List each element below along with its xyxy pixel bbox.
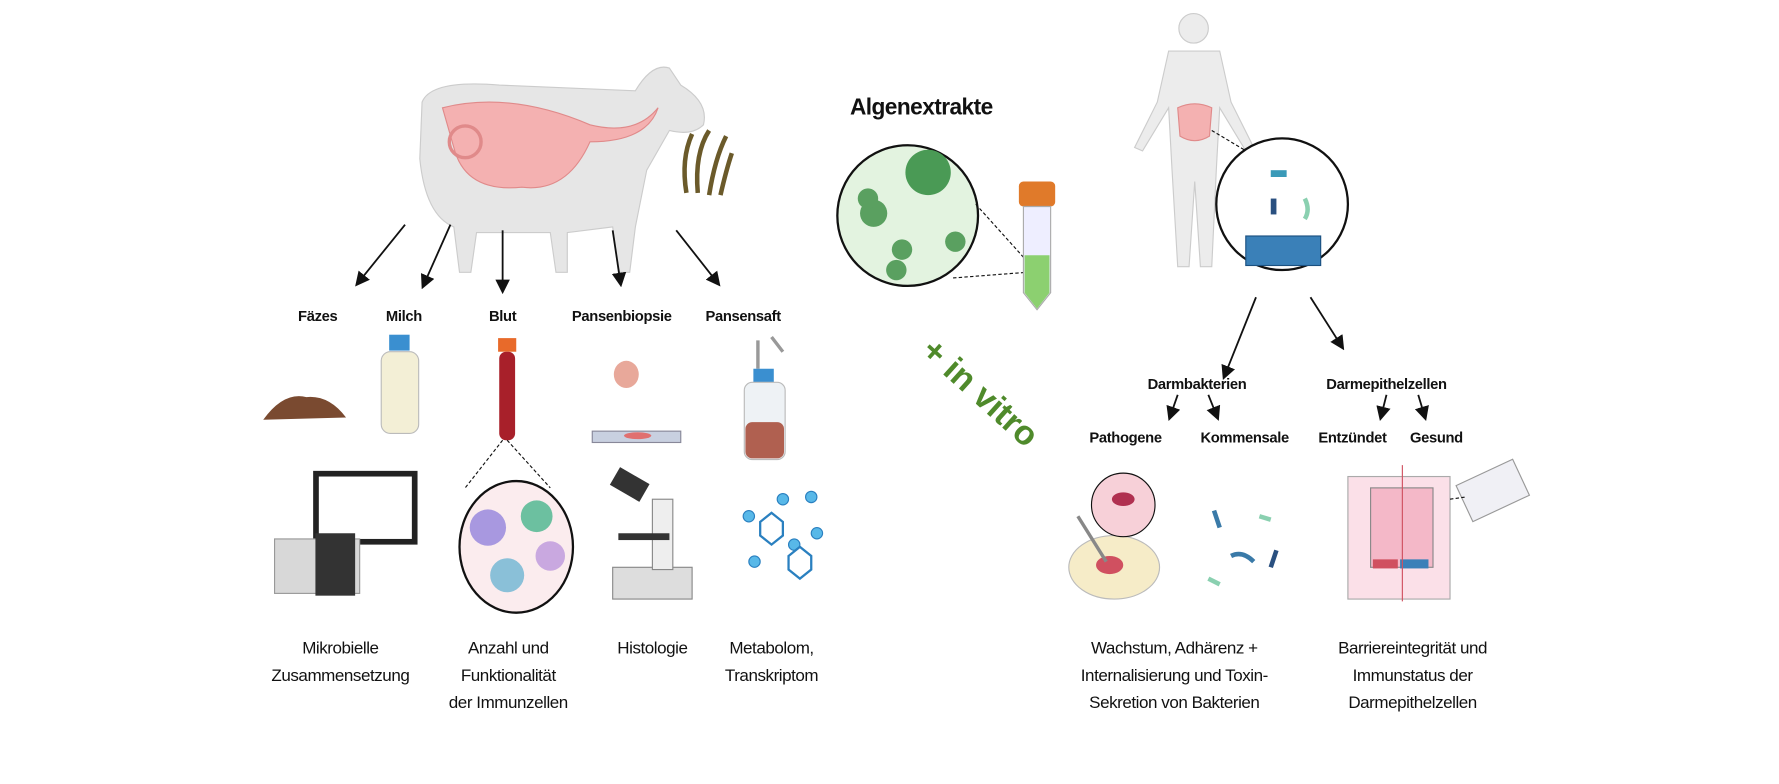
immune-cells-icon (458, 439, 575, 614)
branch-gut-bacteria: Darmbakterien (1147, 375, 1247, 393)
molecules-icon (742, 490, 824, 581)
falcon-tube-icon (1018, 181, 1056, 311)
sub-pathogens: Pathogene (1089, 428, 1162, 446)
sub-healthy: Gesund (1409, 428, 1463, 446)
sample-label-blood: Blut (488, 307, 517, 325)
algae-extract-magnifier (836, 144, 1028, 288)
cow-illustration (419, 66, 705, 273)
cow-arrows (355, 224, 721, 295)
biopsy-icon (591, 360, 682, 444)
outcome-metabolome: Metabolom,Transkriptom (724, 638, 819, 686)
algae-extract-title: Algenextrakte (849, 95, 993, 121)
sample-label-rumen-fluid: Pansensaft (705, 307, 782, 325)
microscope-icon (609, 467, 693, 600)
gut-magnifier (1215, 137, 1350, 272)
sample-label-feces: Fäzes (298, 307, 338, 325)
outcome-bacteria: Wachstum, Adhärenz +Internalisierung und… (1080, 638, 1269, 713)
human-arrows (1166, 296, 1429, 422)
transwell-icon (1347, 458, 1531, 602)
petri-dish-pathogen-icon (1068, 472, 1161, 600)
commensal-bacteria-icon (1207, 509, 1279, 587)
sub-inflamed: Entzündet (1318, 428, 1387, 446)
sample-label-milk: Milch (385, 307, 422, 325)
sequencer-icon (274, 470, 418, 596)
sub-commensals: Kommensale (1200, 428, 1289, 446)
feces-icon (263, 396, 347, 420)
outcome-histology: Histologie (617, 638, 688, 659)
milk-bottle-icon (380, 334, 420, 434)
rumen-fluid-bottle-icon (743, 335, 786, 461)
human-illustration (1133, 13, 1260, 268)
seaweed-icon (682, 129, 734, 196)
sample-label-rumen-biopsy: Pansenbiopsie (571, 307, 672, 325)
branch-gut-epithelial-cells: Darmepithelzellen (1326, 375, 1447, 393)
blood-tube-icon (498, 338, 517, 441)
